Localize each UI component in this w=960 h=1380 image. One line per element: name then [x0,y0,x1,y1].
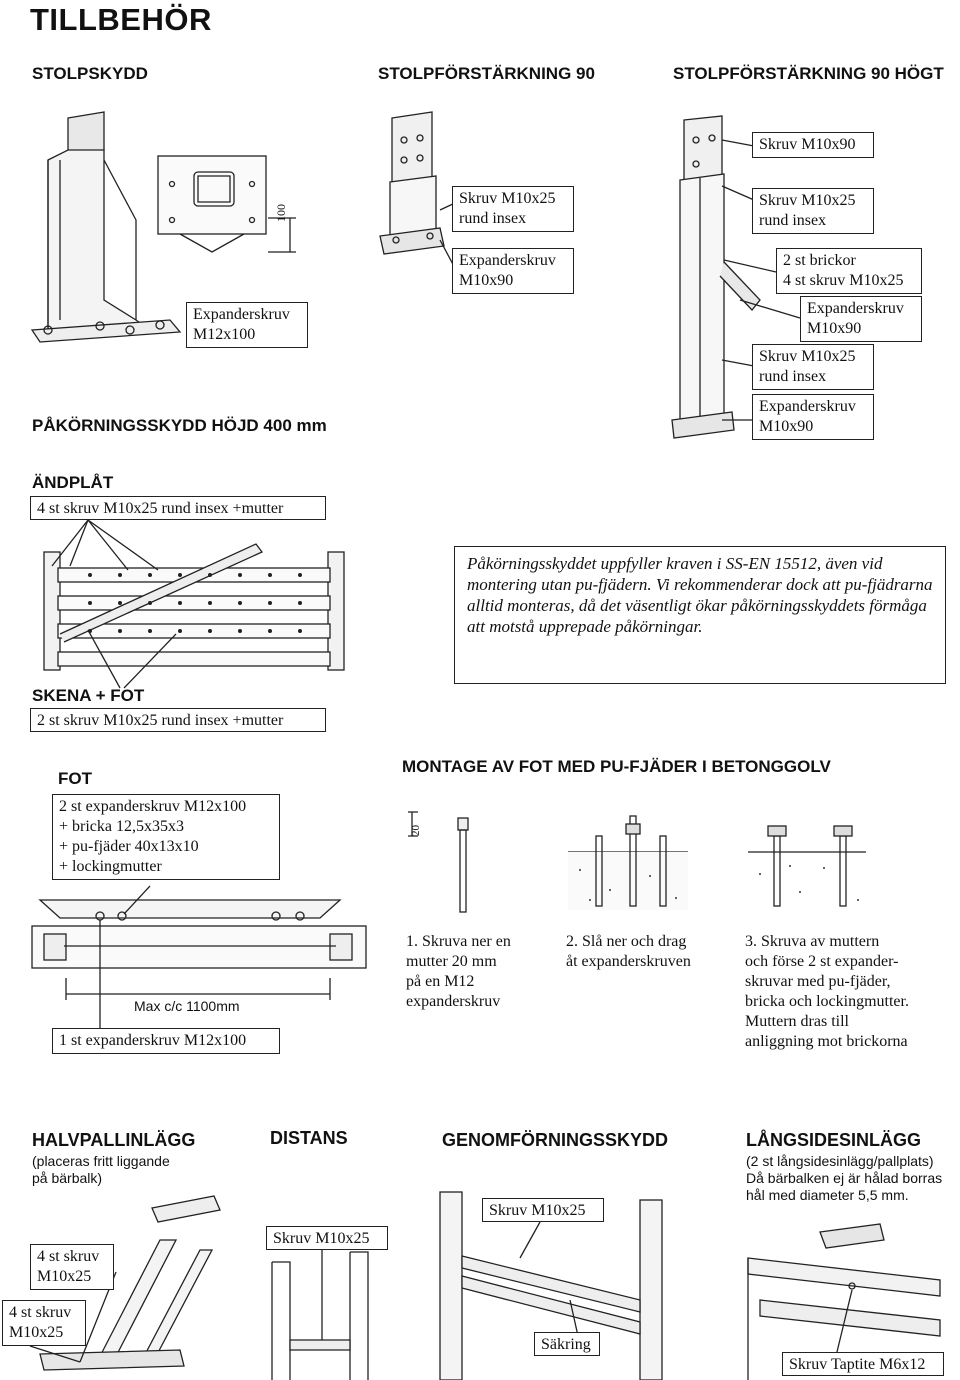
step-3: 3. Skruva av muttern och förse 2 st expa… [745,933,909,1050]
callout-andplat-screws: 4 st skruv M10x25 rund insex +mutter [30,496,326,520]
montage-drawing [408,811,866,913]
section-pakorningsskydd: PÅKÖRNINGSSKYDD HÖJD 400 mm [32,416,327,435]
callout-sfh-screw-m10x25-b: Skruv M10x25 rund insex [752,344,874,390]
callout-sfh-expander-2: Expanderskruv M10x90 [752,394,874,440]
pakorningsskydd-drawing [43,519,345,689]
callout-langsides-screw: Skruv Taptite M6x12 [782,1352,944,1376]
section-distans: DISTANS [270,1128,348,1148]
callout-distans-screw: Skruv M10x25 [266,1226,388,1250]
section-stolpforstarkning-hogt: STOLPFÖRSTÄRKNING 90 HÖGT [673,64,944,83]
section-fot: FOT [58,769,92,788]
fot-drawing [31,885,367,1030]
stolpskydd-drawing [30,111,296,343]
callout-sfh-expander-1: Expanderskruv M10x90 [800,296,922,342]
info-note: Påkörningsskyddet uppfyller kraven i SS-… [454,546,946,684]
section-stolpforstarkning: STOLPFÖRSTÄRKNING 90 [378,64,595,83]
callout-fot-parts: 2 st expanderskruv M12x100 + bricka 12,5… [52,794,280,880]
callout-halv-screws-1: 4 st skruv M10x25 [30,1244,114,1290]
section-stolpskydd: STOLPSKYDD [32,64,148,83]
section-genomforingsskydd: GENOMFÖRNINGSSKYDD [442,1130,669,1150]
callout-stolpskydd-bolt: Expanderskruv M12x100 [186,302,308,348]
genomforingsskydd-drawing [439,1191,663,1380]
callout-genom-screw: Skruv M10x25 [482,1198,604,1222]
halvpallinlagg-drawing [29,1195,221,1371]
callout-fot-single: 1 st expanderskruv M12x100 [52,1028,280,1054]
callout-sfh-screw-m10x25: Skruv M10x25 rund insex [752,188,874,234]
langsidesinlagg-drawing [747,1223,941,1380]
dimension-100: 100 [274,204,288,222]
page-title: TILLBEHÖR [30,2,212,37]
step-2: 2. Slå ner och drag åt expanderskruven [566,933,691,970]
stolpforstarkning-drawing [379,111,471,271]
section-andplat: ÄNDPLÅT [32,473,114,492]
callout-sfh-screw-m10x90: Skruv M10x90 [752,132,874,158]
callout-genom-lock: Säkring [534,1332,600,1356]
dimension-20: 20 [410,825,422,836]
callout-halv-screws-2: 4 st skruv M10x25 [2,1300,86,1346]
step-1: 1. Skruva ner en mutter 20 mm på en M12 … [406,933,511,1010]
section-skena-fot: SKENA + FOT [32,686,145,705]
langsidesinlagg-subtitle: (2 st långsidesinlägg/pallplats) Då bärb… [746,1153,943,1203]
callout-skena-screws: 2 st skruv M10x25 rund insex +mutter [30,708,326,732]
distans-drawing [271,1248,369,1380]
label-max-cc: Max c/c 1100mm [134,998,240,1014]
callout-sf90-expander: Expanderskruv M10x90 [452,248,574,294]
callout-sf90-screw: Skruv M10x25 rund insex [452,186,574,232]
section-halvpallinlagg: HALVPALLINLÄGG [32,1130,196,1150]
halvpallinlagg-subtitle: (placeras fritt liggande på bärbalk) [32,1153,170,1186]
stolpforstarkning-hogt-drawing [671,115,801,439]
section-langsidesinlagg: LÅNGSIDESINLÄGG [746,1130,922,1150]
callout-sfh-washers: 2 st brickor 4 st skruv M10x25 [776,248,922,294]
section-montage: MONTAGE AV FOT MED PU-FJÄDER I BETONGGOL… [402,757,831,776]
